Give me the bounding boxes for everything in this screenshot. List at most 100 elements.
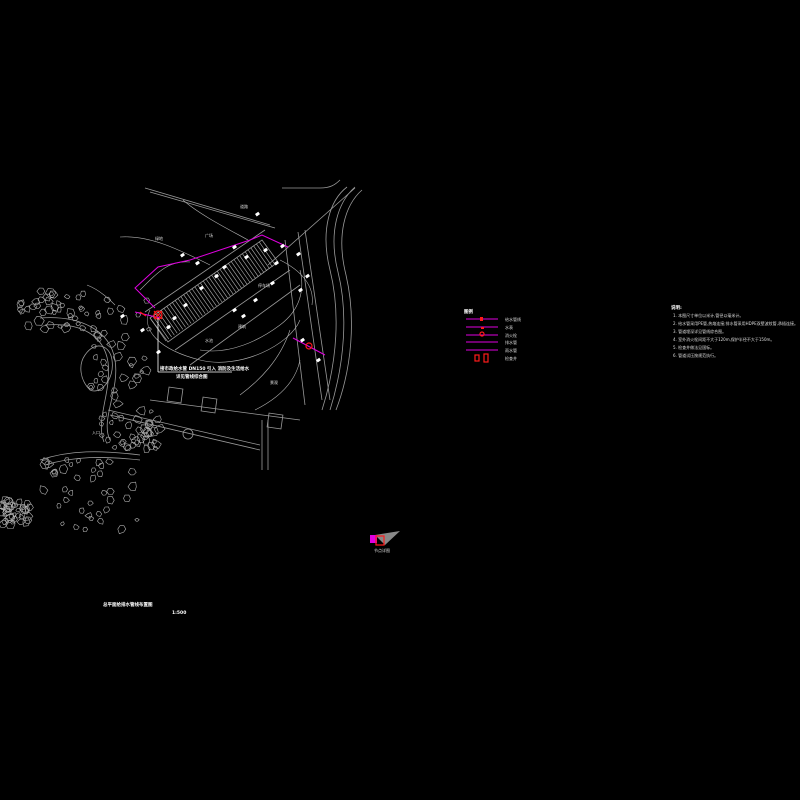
rock-outline <box>92 354 98 361</box>
rock-outline <box>135 406 146 416</box>
rock-outline <box>128 380 138 390</box>
rock-outline <box>116 341 126 351</box>
planters <box>146 386 284 440</box>
hatch-line <box>239 255 256 279</box>
rock-outline <box>107 307 114 315</box>
pipe-tag <box>119 313 125 319</box>
rock-outline <box>11 502 19 508</box>
rock-outline <box>57 324 63 329</box>
callout-main-text: 接市政给水管 DN150 引入 消防及生活给水 <box>160 365 250 372</box>
rock-outline <box>90 325 98 333</box>
detail-inset-label: 节点详图 <box>374 547 390 553</box>
hatch-line <box>202 280 220 305</box>
rock-outline <box>24 321 33 331</box>
rock-outline <box>15 508 22 513</box>
pipe-tag <box>139 327 145 333</box>
hatch-line <box>216 271 234 295</box>
rock-outline <box>146 327 152 332</box>
rock-outline <box>97 384 105 392</box>
rock-outline <box>3 496 14 504</box>
rock-outline <box>79 325 87 332</box>
legend-item: 检查井 <box>474 353 517 363</box>
pipe-tags <box>119 211 321 363</box>
rock-outline <box>143 297 150 304</box>
rock-outline <box>111 387 118 394</box>
rock-outline <box>96 470 103 478</box>
shoreline <box>39 317 301 470</box>
hatch-line <box>205 278 223 303</box>
rock-outline <box>6 508 11 513</box>
rock-outline <box>150 426 159 437</box>
rock-outline <box>67 313 74 319</box>
rock-outline <box>84 512 93 519</box>
pipe-tag <box>316 357 321 363</box>
rock-outline <box>135 426 143 434</box>
rock-outline <box>97 370 105 377</box>
drawing-scale: 1:500 <box>172 610 186 616</box>
hatch-line <box>230 261 248 285</box>
rock-outline <box>61 323 71 334</box>
rock-outline <box>78 305 84 310</box>
legend-label: 雨水管 <box>505 347 517 353</box>
callout-sub-text: 详见管线综合图 <box>176 373 208 380</box>
rock-outline <box>36 287 46 295</box>
rock-outline <box>1 496 11 505</box>
rock-outline <box>60 521 65 526</box>
pipe-tag <box>231 244 237 250</box>
site-label: 景观 <box>270 379 278 385</box>
rock-outline <box>149 409 154 414</box>
pipe-tag <box>298 287 303 293</box>
hatch-line <box>244 251 262 275</box>
rock-outline <box>120 315 129 325</box>
rock-outline <box>130 441 137 449</box>
legend-item: 雨水管 <box>466 347 517 353</box>
rock-outline <box>88 385 94 390</box>
rock-outline <box>152 439 157 445</box>
note-item: 3. 管道埋深详见管线综合图。 <box>673 328 726 334</box>
rock-outline <box>136 433 146 444</box>
rock-outline <box>59 464 69 475</box>
rock-outline <box>18 513 24 520</box>
rock-outline <box>63 497 70 503</box>
rock-outline <box>0 520 8 528</box>
rock-outline <box>73 474 81 481</box>
rock-outline <box>147 441 155 451</box>
hatch-line <box>188 290 206 314</box>
rock-outline <box>100 329 108 337</box>
contour-lines <box>86 199 313 411</box>
rock-outline <box>100 489 108 496</box>
pipe-tag <box>198 285 204 291</box>
legend-title: 图例 <box>464 308 473 315</box>
site-label: 入口 <box>92 430 100 435</box>
rock-outline <box>26 503 34 511</box>
rock-outline <box>134 439 141 447</box>
rock-outline <box>90 467 97 473</box>
hatch-line <box>236 257 254 281</box>
rock-outline <box>151 438 162 449</box>
rock-outline <box>39 459 50 470</box>
rock-outline <box>139 370 144 374</box>
hatch-line <box>253 245 270 270</box>
rock-outline <box>103 506 110 514</box>
hatch-line <box>247 249 265 273</box>
rock-outline <box>141 355 148 361</box>
rock-outline <box>98 433 105 438</box>
hatch-line <box>186 292 203 316</box>
rock-outline <box>153 423 166 434</box>
pipe-tag <box>305 273 310 279</box>
rock-outline <box>10 516 18 523</box>
pipe-tag <box>231 307 237 313</box>
pipe-tag <box>155 349 161 355</box>
hatch-line <box>250 247 268 271</box>
rock-outline <box>127 468 137 476</box>
fire-hydrant-symbols <box>139 310 313 350</box>
rock-outline <box>33 316 45 326</box>
hatch-line <box>194 286 212 310</box>
legend-item: 给水管线 <box>466 316 521 322</box>
legend-label: 水表 <box>505 324 513 330</box>
rock-outline <box>56 503 62 509</box>
pipe-tag <box>296 251 301 257</box>
rock-outline <box>23 500 32 507</box>
rock-outline <box>48 291 54 296</box>
